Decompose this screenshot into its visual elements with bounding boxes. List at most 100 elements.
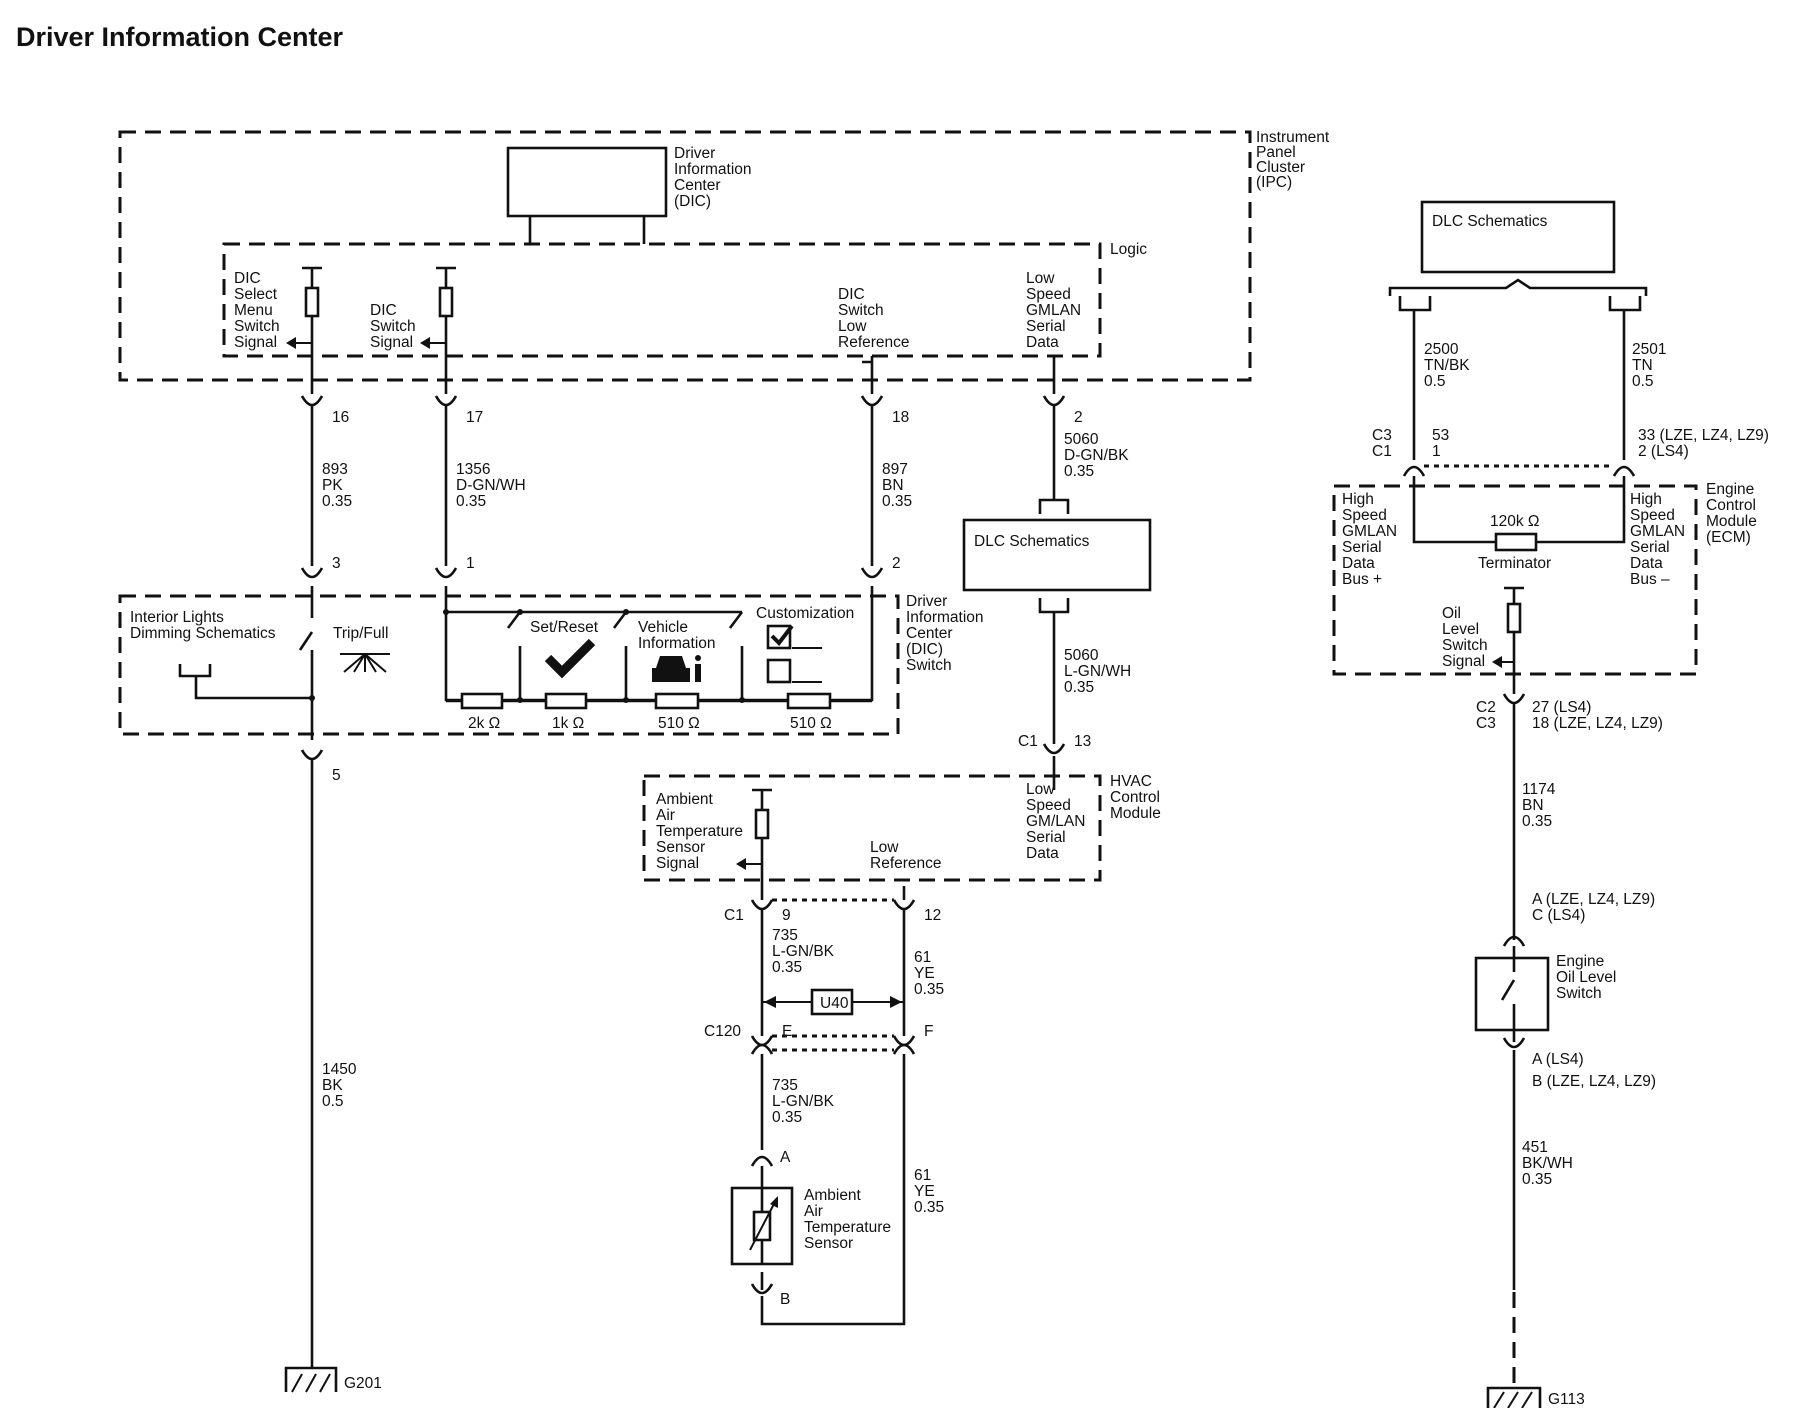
hvac-c1-label: C1 (1018, 733, 1038, 750)
pullup-resistor-17 (420, 266, 456, 394)
pin-5-cup (300, 749, 324, 761)
trip-full-switch (298, 586, 314, 740)
oil-switch-label: Engine Oil Level Switch (1556, 953, 1621, 1002)
ground-g113-icon (1486, 1386, 1542, 1408)
ecm-high-speed-minus: High Speed GMLAN Serial Data Bus – (1630, 491, 1689, 588)
dic-push-switches (506, 611, 744, 700)
hvac-to-c120-wires (760, 910, 906, 1036)
dic-switch-pins (300, 567, 884, 579)
dic-display-label: Driver Information Center (DIC) (674, 145, 756, 210)
oil-level-signal-label: Oil Level Switch Signal (1442, 605, 1492, 670)
dlc-mid-top-connector (1038, 498, 1070, 514)
page-title: Driver Information Center (16, 22, 344, 52)
ambient-air-temp-sensor (730, 1155, 794, 1295)
logic-label: Logic (1110, 241, 1147, 258)
resistor-510-a: 510 Ω (658, 715, 700, 732)
dic-display-box (506, 146, 668, 218)
pullup-resistor-16 (286, 266, 322, 394)
logic-boundary (222, 242, 1102, 358)
dlc-right-connectors (1398, 296, 1642, 312)
hvac-pin-12: 12 (924, 907, 941, 924)
checkmark-icon (544, 638, 596, 679)
instrument-panel-cluster: Instrument Panel Cluster (IPC) Driver In… (118, 129, 1334, 394)
low-ref-stub (862, 356, 874, 394)
trip-full-icon (340, 653, 390, 673)
customization-label: Customization (756, 605, 854, 622)
dlc-mid-bottom-connector (1038, 598, 1070, 744)
dic-display-leads (528, 216, 646, 244)
hvac-c1b-label: C1 (724, 907, 744, 924)
c120-cups-lower (750, 1043, 916, 1055)
ecm-data-wires (1412, 310, 1626, 460)
dic-switch-label: Driver Information Center (DIC) Switch (906, 593, 988, 674)
c120-to-sensor-wires (760, 1054, 906, 1326)
ipc-label: Instrument Panel Cluster (IPC) (1256, 129, 1334, 191)
dic-switch-signal-label: DIC Switch Signal (370, 302, 420, 351)
c120-label: C120 (704, 1023, 741, 1040)
hvac-c1-cups (750, 899, 916, 911)
sensor-pin-b: B (780, 1291, 790, 1308)
hvac-label: HVAC Control Module (1110, 773, 1164, 822)
hvac-pullup-resistor (754, 808, 770, 840)
vehicle-info-icon (652, 655, 701, 682)
sensor-pin-a: A (780, 1149, 791, 1166)
ecm-label: Engine Control Module (ECM) (1706, 481, 1761, 546)
dic-switch-boundary (118, 594, 900, 736)
ipc-boundary (118, 130, 1252, 382)
ground-g201-icon (284, 1366, 338, 1393)
pin-17: 17 (466, 409, 483, 426)
sensor-label: Ambient Air Temperature Sensor (804, 1187, 895, 1252)
terminator-resistor (1494, 532, 1538, 552)
dic-select-menu-label: DIC Select Menu Switch Signal (234, 270, 284, 351)
hvac-sensor-signal-label: Ambient Air Temperature Sensor Signal (656, 791, 747, 872)
hvac-gmlan-label: Low Speed GM/LAN Serial Data (1026, 781, 1090, 862)
dlc-schematics-mid-label: DLC Schematics (974, 533, 1090, 550)
ipc-connector-pins: 16 17 18 2 (300, 395, 1083, 426)
ground-g113: G113 (1548, 1391, 1585, 1408)
pin-1: 1 (466, 555, 475, 572)
oil-pullup-resistor (1506, 602, 1522, 634)
dic-low-reference-label: DIC Switch Low Reference (838, 286, 910, 351)
dlc-schematics-right-label: DLC Schematics (1432, 213, 1548, 230)
dic-switch-assembly: 3 1 2 Driver Information Center (DIC) Sw… (118, 555, 988, 740)
terminator-value: 120k Ω (1490, 513, 1540, 530)
pin-16: 16 (332, 409, 349, 426)
hvac-pin-9: 9 (782, 907, 791, 924)
vehicle-info-label: Vehicle Information (638, 619, 716, 652)
customization-icon (766, 624, 822, 684)
engine-oil-level-switch: A (LZE, LZ4, LZ9)C (LS4) Engine Oil Leve… (1474, 891, 1656, 1090)
ecm-pin-27: 27 (LS4)18 (LZE, LZ4, LZ9) (1532, 699, 1663, 732)
resistor-510-b: 510 Ω (790, 715, 832, 732)
pin-5: 5 (332, 767, 341, 784)
ipc-to-dic-wires (310, 406, 874, 566)
trip-full-label: Trip/Full (333, 625, 388, 642)
pin-18: 18 (892, 409, 909, 426)
dlc-right-bracket (1388, 278, 1648, 296)
terminator-loop (1412, 476, 1626, 544)
oil-switch-bottom-pin: A (LS4)B (LZE, LZ4, LZ9) (1532, 1051, 1656, 1090)
hvac-c1-13-cup (1042, 743, 1066, 790)
ecm-c2c3-cup (1502, 693, 1526, 940)
junction (309, 695, 315, 701)
oil-switch-top-pin: A (LZE, LZ4, LZ9)C (LS4) (1532, 891, 1655, 924)
dlc-schematics-right (1420, 200, 1616, 274)
resistor-2k: 2k Ω (468, 715, 500, 732)
ladder-resistors (446, 692, 872, 710)
u40-splice (762, 988, 904, 1016)
hvac-pullup (752, 788, 772, 900)
